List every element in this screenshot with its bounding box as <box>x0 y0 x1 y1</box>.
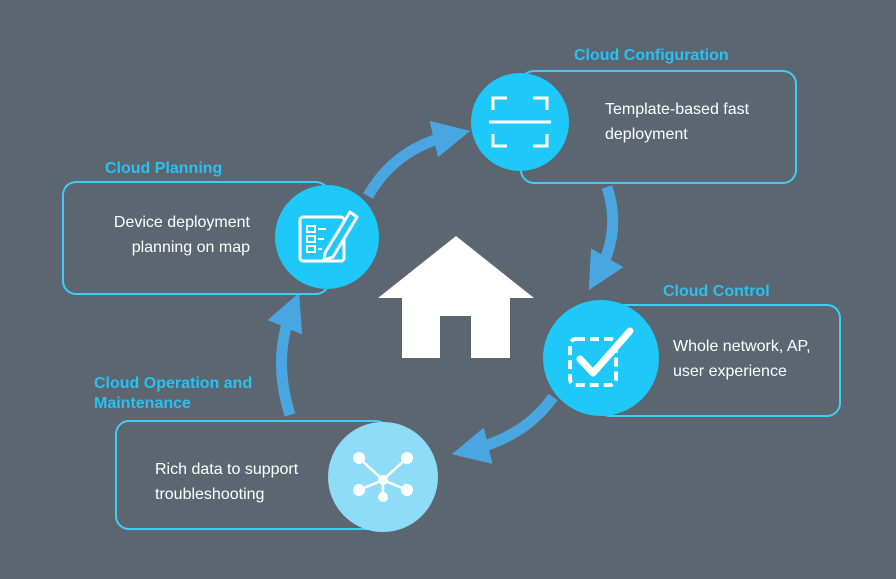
control-description-line2: user experience <box>673 363 787 380</box>
configuration-description-line1: Template-based fast <box>605 101 750 118</box>
operation-description: Rich data to support troubleshooting <box>155 457 298 507</box>
planning-description-line2: planning on map <box>131 239 250 256</box>
control-description: Whole network, AP, user experience <box>673 334 811 384</box>
operation-description-line2: troubleshooting <box>155 486 265 503</box>
planning-description: Device deployment planning on map <box>70 210 250 260</box>
configuration-circle <box>471 73 569 171</box>
network-nodes-icon <box>353 452 413 502</box>
configuration-description-line2: deployment <box>605 126 688 143</box>
control-circle <box>543 300 659 416</box>
arrow-control-to-operation <box>451 393 558 464</box>
planning-description-line1: Device deployment <box>113 214 250 231</box>
configuration-description: Template-based fast deployment <box>605 97 749 147</box>
arrow-configuration-to-control <box>588 185 624 291</box>
control-title: Cloud Control <box>663 283 770 300</box>
planning-circle <box>275 185 379 289</box>
control-description-line1: Whole network, AP, <box>673 338 811 355</box>
planning-title: Cloud Planning <box>105 160 223 177</box>
arrow-operation-to-planning <box>267 292 303 417</box>
scan-frame-icon <box>489 96 551 148</box>
arrow-planning-to-configuration <box>363 120 471 199</box>
operation-title: Cloud Operation and Maintenance <box>94 374 252 414</box>
operation-title-line2: Maintenance <box>94 395 191 412</box>
operation-circle <box>328 422 438 532</box>
configuration-title: Cloud Configuration <box>574 47 729 64</box>
checkbox-check-icon <box>568 327 634 387</box>
operation-description-line1: Rich data to support <box>155 461 299 478</box>
tablet-pencil-icon <box>298 210 359 263</box>
operation-title-line1: Cloud Operation and <box>94 375 253 392</box>
